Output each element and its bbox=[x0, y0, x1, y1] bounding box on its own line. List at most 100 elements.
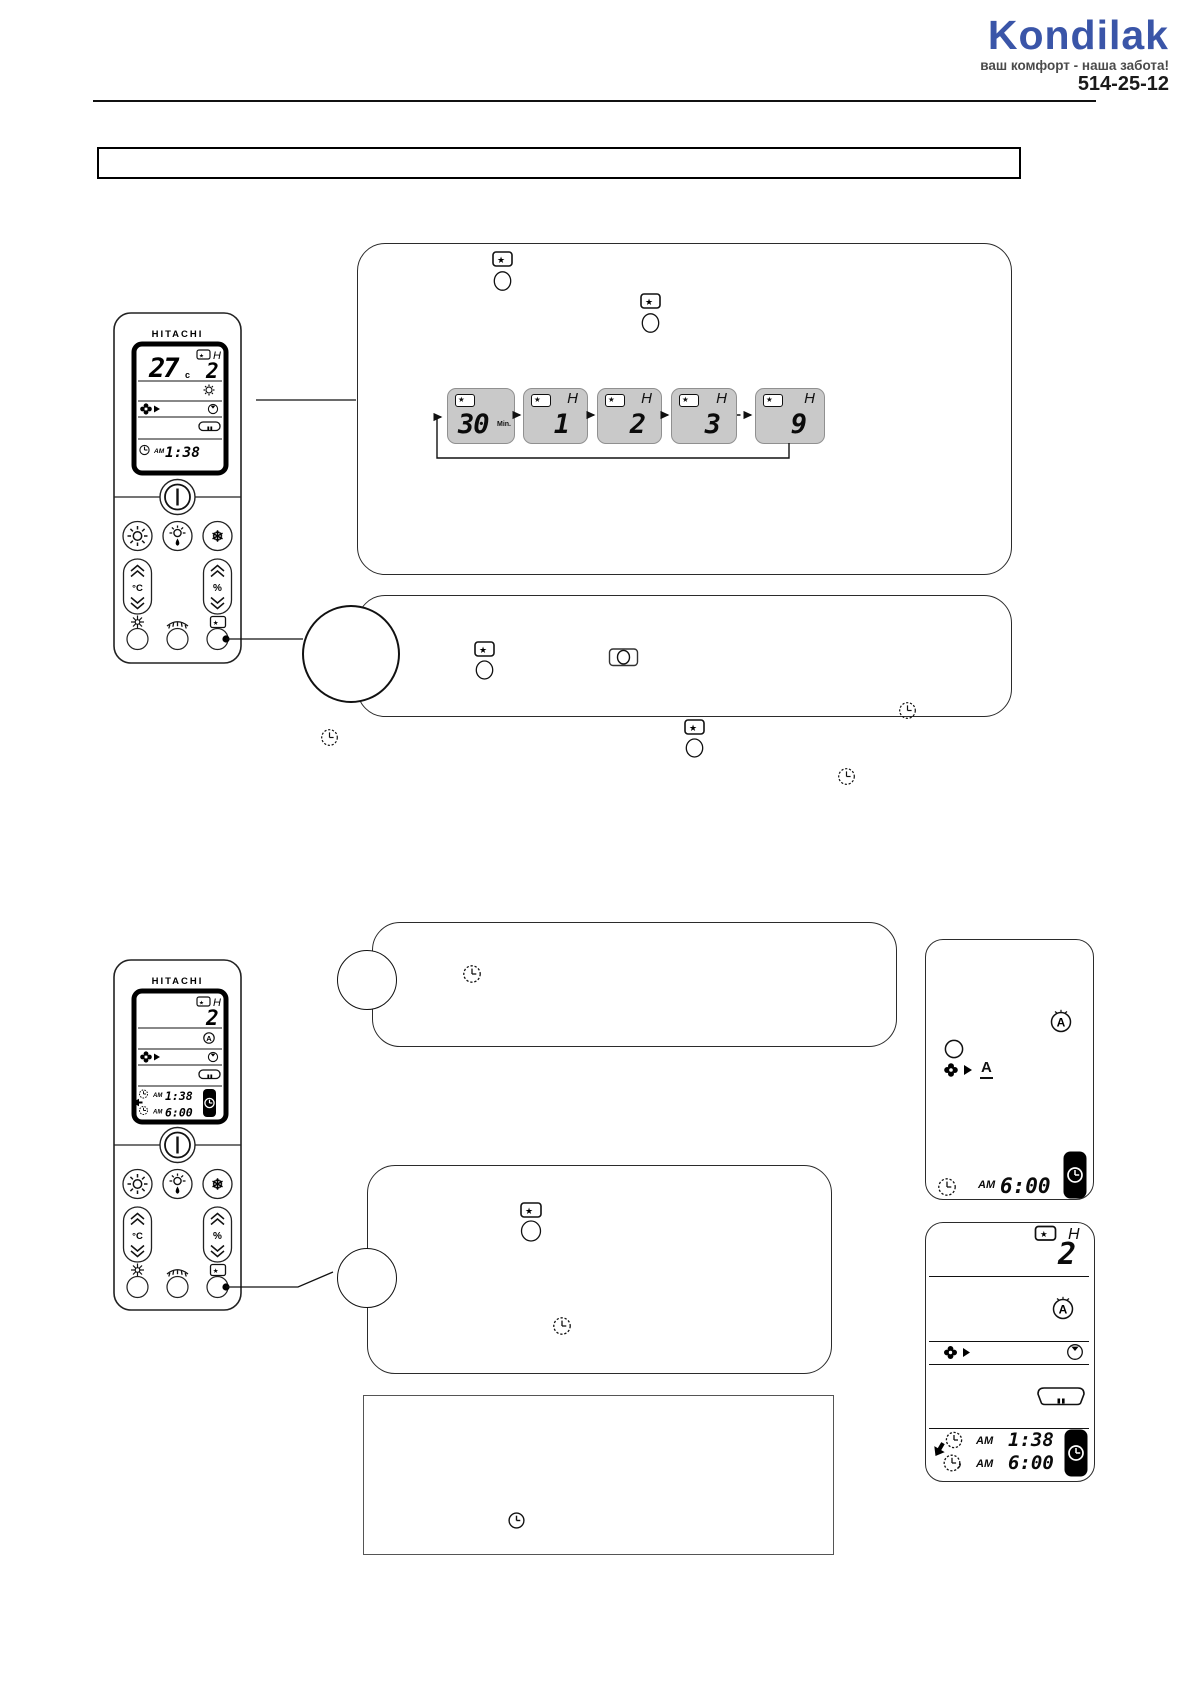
louver-swing-icon bbox=[166, 621, 189, 629]
chevron-up-icon bbox=[210, 564, 225, 578]
timer-clock-icon bbox=[938, 1178, 956, 1196]
timer-active-badge bbox=[203, 1089, 216, 1117]
sun-drop-icon bbox=[169, 525, 186, 546]
heat-mode-button bbox=[122, 520, 153, 552]
am-label: AM bbox=[976, 1458, 994, 1470]
sleep-indicator-icon: ★ bbox=[531, 394, 551, 407]
sparkle-button bbox=[126, 1275, 149, 1299]
temp-rocker-label: °C bbox=[132, 1231, 143, 1242]
chevron-down-icon bbox=[130, 596, 145, 610]
lcd-on-time: 1:38 bbox=[165, 1089, 193, 1103]
lcd-divider bbox=[929, 1341, 1089, 1342]
sleep-step-value: 9 bbox=[790, 409, 807, 440]
sleep-step-tile: ★ H 3 bbox=[671, 388, 737, 444]
transfer-arrow-icon bbox=[132, 1098, 143, 1107]
lcd-clock-icon bbox=[139, 444, 150, 456]
sleep-step-tile: ★ H 1 bbox=[523, 388, 588, 444]
lcd-fan-icon bbox=[140, 403, 160, 415]
sleep-indicator-icon: ★ bbox=[605, 394, 625, 407]
cool-mode-button bbox=[202, 520, 233, 552]
heat-mode-button bbox=[122, 1168, 153, 1200]
sleep-button-callout-icon: ★ bbox=[640, 293, 661, 333]
chevron-up-icon bbox=[130, 1212, 145, 1226]
kondilak-logo: Kondilak ваш комфорт - наша забота! 514-… bbox=[980, 12, 1169, 95]
timer-restart-clock-icon bbox=[943, 1454, 961, 1472]
sleep-step-unit: H bbox=[641, 390, 652, 407]
sleep-key-icon: ★ bbox=[209, 1263, 227, 1277]
sleep-indicator-icon: ★ bbox=[763, 394, 783, 407]
sleep-indicator-icon: ★ bbox=[679, 394, 699, 407]
callout-circle-3 bbox=[337, 1248, 397, 1308]
callout-dot bbox=[222, 635, 230, 643]
lcd-louver-icon bbox=[198, 421, 221, 432]
lcd-fanspeed-dial-icon bbox=[207, 403, 219, 415]
timer-clock-icon bbox=[321, 729, 338, 746]
lcd-clock-time: 1:38 bbox=[165, 445, 200, 461]
sleep-step-value: 2 bbox=[629, 409, 646, 440]
snowflake-icon: ❄ bbox=[211, 1177, 224, 1194]
fanspeed-dial-icon bbox=[1067, 1344, 1083, 1360]
sleep-button-callout-icon: ★ bbox=[684, 719, 705, 758]
chevron-down-icon bbox=[130, 1244, 145, 1258]
lcd-temperature: 27 bbox=[148, 353, 180, 384]
star-glyph: ★ bbox=[479, 645, 487, 655]
cool-mode-button bbox=[202, 1168, 233, 1200]
temp-rocker-label: °C bbox=[132, 583, 143, 594]
hour-label: H bbox=[213, 350, 221, 362]
star-glyph: ★ bbox=[608, 395, 615, 404]
sleep-step-tile: ★ H 2 bbox=[597, 388, 662, 444]
logo-text: Kondilak bbox=[987, 12, 1169, 58]
temp-rocker-button bbox=[122, 558, 153, 615]
snowflake-icon: ❄ bbox=[211, 529, 224, 546]
lcd-frame bbox=[131, 341, 229, 476]
fan-rocker-button bbox=[202, 558, 233, 615]
sleep-step-unit: Min. bbox=[497, 421, 511, 428]
fan-arrow-icon bbox=[154, 1053, 160, 1061]
lcd-sleep-hours: 2 bbox=[205, 359, 219, 383]
am-label: AM bbox=[976, 1435, 994, 1447]
clock-icon bbox=[508, 1512, 525, 1529]
lcd-auto-icon: A bbox=[203, 1032, 215, 1044]
fan-arrow-icon bbox=[963, 1348, 970, 1357]
star-glyph: ★ bbox=[682, 395, 689, 404]
louver-swing-icon bbox=[166, 1269, 189, 1277]
sleep-key-icon: ★ bbox=[209, 615, 227, 629]
sleep-button-callout-icon: ★ bbox=[520, 1202, 542, 1242]
star-glyph: ★ bbox=[689, 723, 697, 733]
brand-label: HITACHI bbox=[152, 329, 204, 340]
sparkle-icon bbox=[131, 615, 144, 629]
sleep-step-tile: ★ 30 Min. bbox=[447, 388, 515, 444]
star-glyph: ★ bbox=[497, 255, 505, 265]
lcd-fanspeed-dial-icon bbox=[207, 1051, 219, 1063]
note-box bbox=[363, 1395, 834, 1555]
sleep-indicator-icon: ★ bbox=[1034, 1225, 1057, 1241]
star-glyph: ★ bbox=[213, 1267, 219, 1275]
fan-icon bbox=[944, 1346, 957, 1359]
sleep-indicator-icon bbox=[196, 349, 211, 360]
timer-clock-icon bbox=[899, 702, 916, 719]
chevron-up-icon bbox=[130, 564, 145, 578]
star-glyph: ★ bbox=[199, 353, 204, 360]
sleep-step-unit: H bbox=[716, 390, 727, 407]
callout-circle-1 bbox=[302, 605, 400, 703]
am-label: AM bbox=[152, 1093, 163, 1099]
lcd-temp-unit: c bbox=[185, 370, 190, 380]
louver-button bbox=[166, 627, 189, 651]
sleep-button-callout-icon: ★ bbox=[492, 251, 513, 291]
sleep-step-tile: ★ H 9 bbox=[755, 388, 825, 444]
logo-tagline: ваш комфорт - наша забота! bbox=[980, 58, 1169, 74]
star-glyph: ★ bbox=[766, 395, 773, 404]
timer-note-box bbox=[372, 922, 897, 1047]
lcd-divider bbox=[929, 1276, 1089, 1277]
lcd-on-timer-clock-icon bbox=[139, 1089, 148, 1099]
sleep-step-value: 30 bbox=[458, 409, 490, 440]
on-time-value: 1:38 bbox=[1008, 1429, 1054, 1451]
am-label: AM bbox=[978, 1179, 996, 1191]
louver-icon bbox=[1037, 1387, 1085, 1406]
lcd-sleep-hours: 2 bbox=[205, 1006, 219, 1030]
temp-rocker-button bbox=[122, 1206, 153, 1263]
star-glyph: ★ bbox=[213, 619, 219, 627]
fan-icon bbox=[944, 1063, 958, 1077]
lcd-divider bbox=[929, 1364, 1089, 1365]
